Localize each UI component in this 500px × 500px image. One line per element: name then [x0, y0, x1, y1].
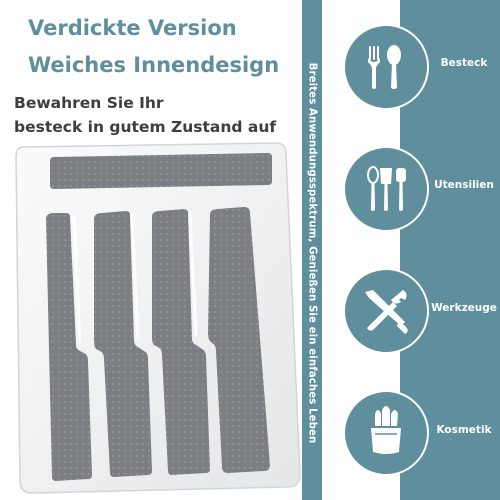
subheadline-line-2: besteck in gutem Zustand auf — [14, 118, 277, 136]
cutlery-icon — [368, 45, 401, 89]
category-label-kosmetik: Kosmetik — [436, 424, 492, 436]
category-utensilien — [343, 146, 429, 232]
compartment-1 — [46, 213, 92, 481]
side-text-label: Breites Anwendungsspektrum, Genießen Sie… — [306, 62, 318, 444]
headline-line-1: Verdickte Version — [28, 16, 237, 40]
cutlery-tray-image — [14, 135, 304, 500]
category-label-utensilien: Utensilien — [434, 179, 494, 191]
side-text: Breites Anwendungsspektrum, Genießen Sie… — [304, 38, 320, 468]
tools-icon — [365, 290, 408, 334]
category-werkzeuge — [343, 268, 429, 354]
headline-line-2: Weiches Innendesign — [28, 53, 280, 77]
compartment-3 — [152, 209, 210, 475]
category-label-besteck: Besteck — [440, 57, 488, 69]
category-kosmetik — [343, 390, 429, 476]
category-besteck — [343, 24, 429, 110]
vertical-strip — [302, 0, 322, 500]
subheadline-line-1: Bewahren Sie Ihr — [14, 94, 164, 112]
compartment-4 — [208, 207, 270, 473]
makeup-brushes-icon — [371, 406, 401, 454]
top-compartment — [50, 153, 272, 189]
kitchen-utensils-icon — [367, 166, 406, 211]
category-label-werkzeuge: Werkzeuge — [431, 302, 497, 314]
compartment-2 — [94, 211, 152, 477]
